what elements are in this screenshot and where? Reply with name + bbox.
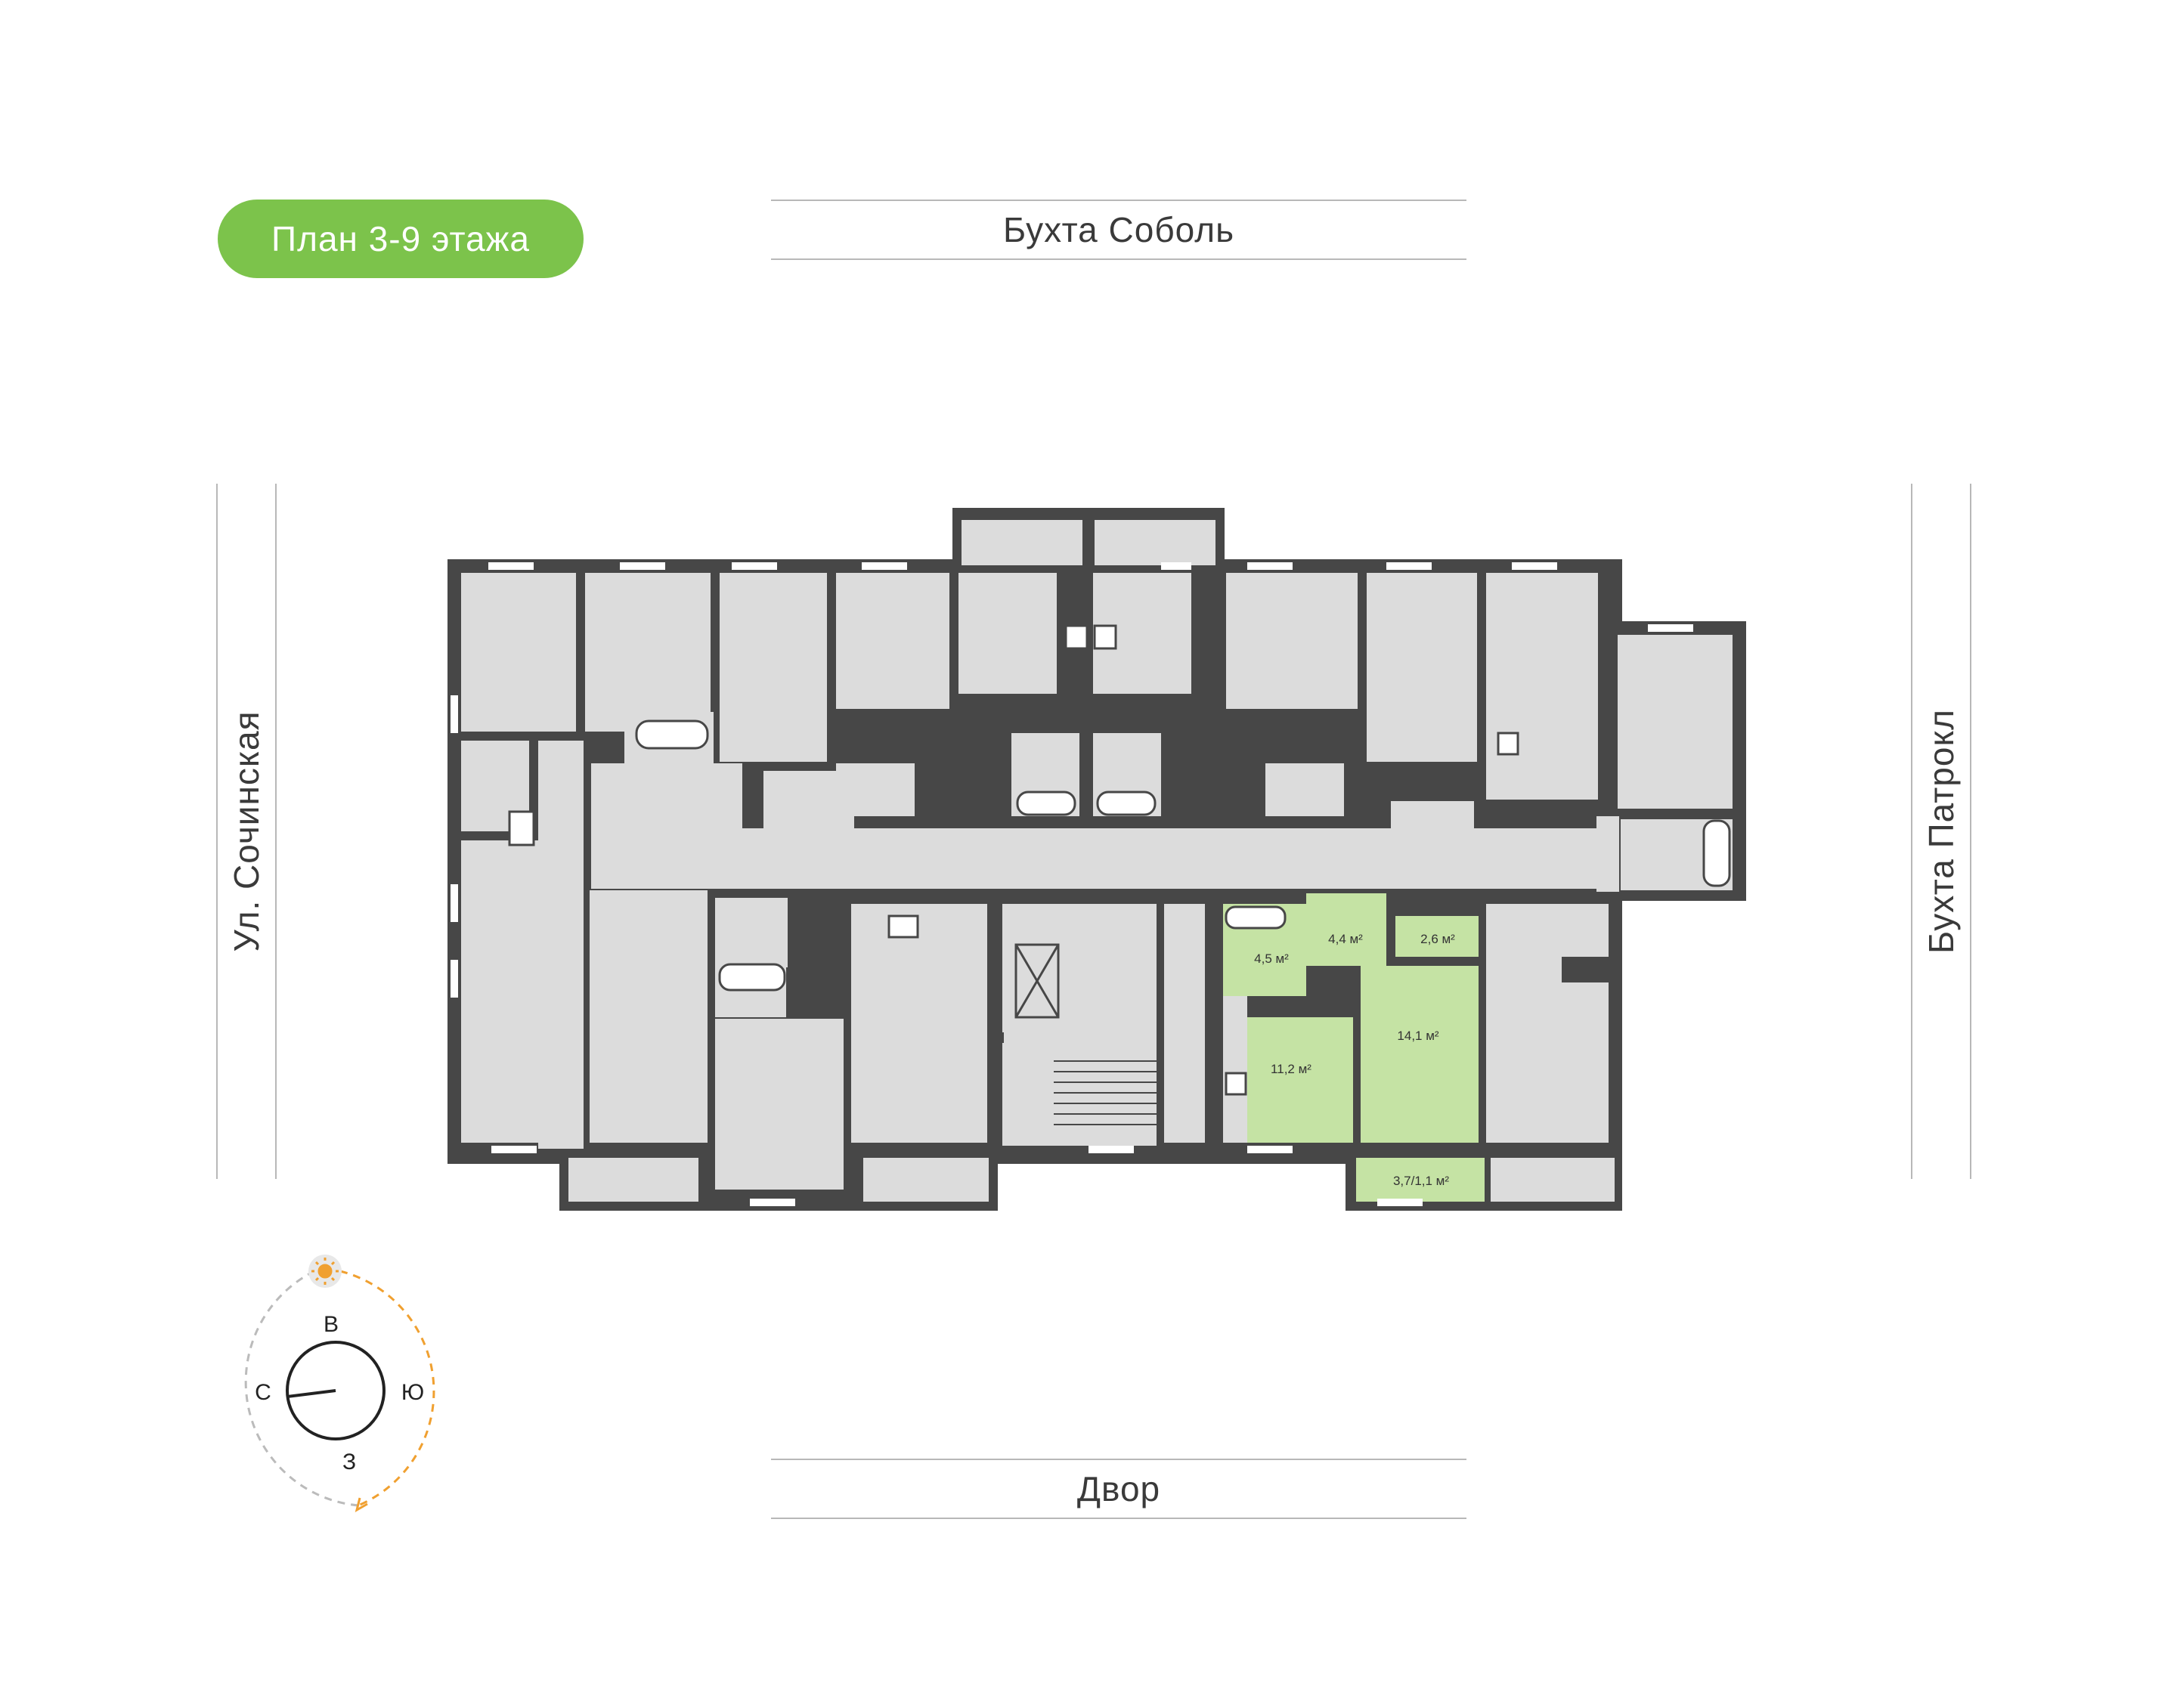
compass-east: В — [324, 1312, 339, 1337]
elevator-shaft — [1014, 943, 1060, 1019]
stair-steps — [1054, 1060, 1157, 1125]
hallway — [1164, 904, 1205, 1143]
room — [1618, 635, 1733, 809]
compass-ring — [286, 1341, 386, 1440]
hallway — [591, 763, 742, 889]
apartment-storage — [1395, 916, 1479, 957]
fixtures — [508, 624, 1731, 1096]
area-label-bath: 4,5 м² — [1254, 951, 1289, 966]
room — [461, 840, 576, 1143]
night-path-arc — [244, 1268, 359, 1507]
street-label-top: Бухта Соболь — [771, 200, 1466, 260]
compass: С В Ю З — [244, 1255, 435, 1513]
corridor — [741, 828, 1451, 889]
lift-shaft — [1002, 904, 1037, 1032]
stairs — [1002, 1043, 1157, 1146]
street-label-right: Бухта Патрокл — [1911, 484, 1971, 1179]
apartment-hall — [1306, 893, 1386, 966]
bathtub-fixture — [1225, 905, 1287, 930]
hallway — [763, 771, 854, 828]
bathtub-fixture — [1096, 791, 1157, 816]
bathtub-fixture — [1702, 819, 1731, 887]
area-label-hall: 4,4 м² — [1328, 932, 1363, 946]
kitchen-counter — [1223, 996, 1247, 1143]
bathroom — [1486, 904, 1562, 982]
hallway — [1562, 904, 1609, 957]
sun-path-arc — [339, 1270, 435, 1507]
stove-fixture — [1497, 732, 1519, 756]
room — [1486, 982, 1609, 1143]
highlighted-apartment — [1223, 893, 1485, 1202]
room — [1095, 520, 1215, 565]
compass-south: Ю — [401, 1380, 424, 1405]
bathroom — [632, 898, 703, 967]
hallway — [1596, 816, 1619, 892]
floor-plan-title: План 3-9 этажа — [218, 200, 584, 278]
compass-needle — [286, 1389, 336, 1398]
bathroom — [1265, 763, 1344, 816]
rooms — [461, 520, 1733, 1202]
stove-fixture — [1093, 624, 1117, 650]
area-label-room: 14,1 м² — [1397, 1029, 1438, 1043]
room — [1486, 573, 1598, 800]
balcony — [863, 1158, 989, 1202]
bathtub-fixture — [635, 719, 709, 750]
street-label-left: Ул. Сочинская — [216, 484, 277, 1179]
stove-fixture — [1064, 624, 1088, 650]
balcony — [568, 1158, 698, 1202]
bathtub-fixture — [1016, 791, 1076, 816]
apartment-kitchen — [1247, 1017, 1353, 1143]
room — [461, 573, 576, 732]
room — [1226, 573, 1358, 709]
room — [585, 573, 711, 732]
stove-fixture — [1225, 1072, 1247, 1096]
corridor — [1451, 828, 1603, 889]
apartment-room — [1361, 966, 1479, 1143]
bathroom — [715, 898, 788, 967]
windows — [451, 562, 1693, 1206]
stove-fixture — [508, 810, 535, 846]
stove-fixture — [887, 914, 919, 939]
street-label-bottom: Двор — [771, 1459, 1466, 1519]
room — [720, 573, 827, 762]
room — [958, 573, 1057, 694]
compass-north: С — [255, 1380, 271, 1405]
hallway — [1391, 801, 1474, 828]
apartment-balcony — [1356, 1158, 1485, 1202]
room — [962, 520, 1082, 565]
area-label-storage: 2,6 м² — [1420, 932, 1455, 946]
area-label-kitchen: 11,2 м² — [1271, 1062, 1311, 1076]
balcony — [1491, 1158, 1615, 1202]
compass-west: З — [342, 1450, 356, 1474]
room — [1367, 573, 1477, 762]
room — [836, 573, 949, 709]
room — [715, 1019, 844, 1190]
sun-path-arrow-icon — [355, 1497, 368, 1513]
area-label-balcony: 3,7/1,1 м² — [1393, 1174, 1449, 1188]
bathtub-fixture — [718, 963, 786, 992]
sun-icon — [311, 1258, 339, 1285]
